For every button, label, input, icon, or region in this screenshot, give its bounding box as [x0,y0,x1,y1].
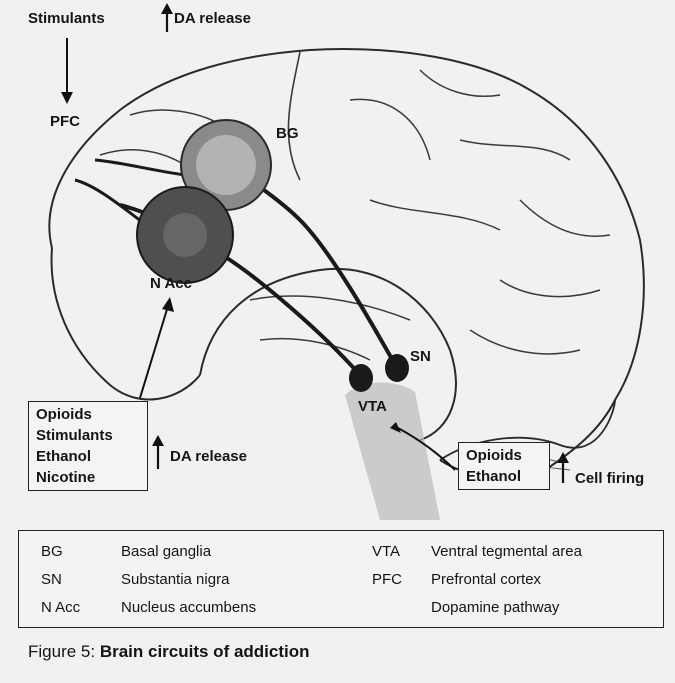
arrow-left-box-nacc [139,305,169,399]
label-bg: BG [276,125,299,142]
legend-term: Nucleus accumbens [121,599,257,616]
label-da-release-mid: DA release [170,448,247,465]
label-da-release-top: DA release [174,10,251,27]
drug-box-right: Opioids Ethanol [458,442,550,490]
sulcus [287,51,301,181]
brainstem [345,382,440,520]
drug-item: Nicotine [36,469,96,486]
temporal-lobe-outline [199,267,457,441]
legend-term: Basal ganglia [121,543,212,560]
label-pfc: PFC [50,113,80,130]
legend-abbr: PFC [372,571,402,588]
drug-box-left: Opioids Stimulants Ethanol Nicotine [28,401,148,491]
legend-abbr: VTA [372,543,401,560]
sn-nucleus [385,354,409,382]
drug-item: Stimulants [36,427,113,444]
label-cell-firing: Cell firing [575,470,645,487]
brain-outline [48,48,645,480]
frontal-lower-outline [50,247,201,401]
pathway-pfc-2 [94,158,186,177]
label-vta: VTA [358,398,387,415]
legend-term: Prefrontal cortex [431,571,542,588]
legend-box: BG Basal ganglia SN Substantia nigra N A… [18,530,664,628]
legend-abbr: SN [41,571,62,588]
legend-term: Dopamine pathway [431,599,560,616]
legend-abbr: N Acc [41,599,81,616]
label-stimulants: Stimulants [28,10,105,27]
vta-nucleus [349,364,373,392]
arrow-right-box-vta [397,427,456,471]
drug-item: Ethanol [36,448,91,465]
caption-prefix: Figure 5: [28,642,100,661]
drug-item: Opioids [36,406,92,423]
label-nacc: N Acc [150,275,192,292]
label-sn: SN [410,348,431,365]
caption-title: Brain circuits of addiction [99,642,310,661]
drug-item: Ethanol [466,468,521,485]
drug-item: Opioids [466,447,522,464]
legend-abbr: BG [41,543,63,560]
legend-term: Ventral tegmental area [431,543,582,560]
legend-term: Substantia nigra [121,571,230,588]
figure-caption: Figure 5: Brain circuits of addiction [28,642,310,662]
